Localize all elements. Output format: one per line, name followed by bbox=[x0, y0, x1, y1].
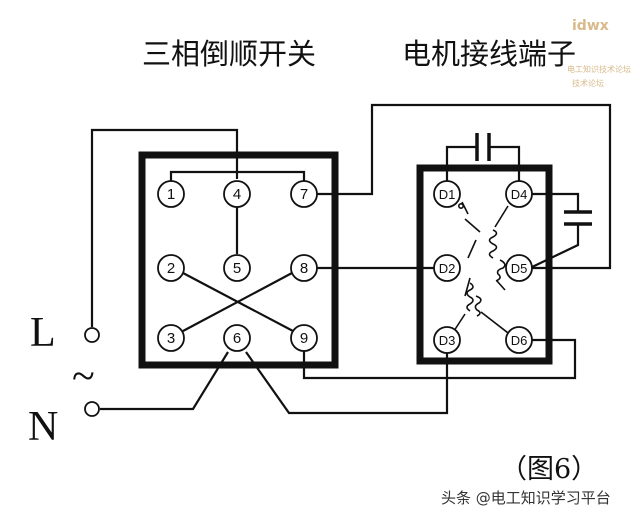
wire-cap-run bbox=[445, 145, 521, 182]
motor-terminals: D1 D4 D2 D5 D3 D6 bbox=[433, 180, 533, 354]
switch-terminal-6: 6 bbox=[223, 324, 251, 352]
N-terminal bbox=[84, 401, 100, 417]
svg-text:7: 7 bbox=[300, 186, 308, 203]
motor-terminal-D5: D5 bbox=[505, 254, 533, 282]
svg-text:1: 1 bbox=[167, 186, 175, 203]
svg-text:D1: D1 bbox=[439, 187, 456, 202]
watermark-line1: 电工知识技术论坛 bbox=[567, 64, 631, 74]
wire-cap-start bbox=[529, 192, 580, 269]
switch-box bbox=[138, 151, 339, 369]
start-capacitor bbox=[564, 210, 592, 226]
wire-6-D3 bbox=[245, 351, 449, 415]
svg-text:D2: D2 bbox=[439, 261, 456, 276]
run-capacitor bbox=[475, 133, 491, 161]
ac-tilde: ~ bbox=[72, 354, 95, 400]
switch-terminal-5: 5 bbox=[223, 254, 251, 282]
svg-text:6: 6 bbox=[233, 330, 241, 347]
label-L: L bbox=[30, 310, 56, 356]
wire-7-D5 bbox=[317, 103, 612, 270]
svg-text:3: 3 bbox=[167, 330, 175, 347]
svg-text:2: 2 bbox=[167, 260, 175, 277]
wires bbox=[90, 103, 612, 415]
svg-text:D3: D3 bbox=[439, 333, 456, 348]
svg-text:9: 9 bbox=[300, 330, 308, 347]
switch-terminal-4: 4 bbox=[223, 180, 251, 208]
svg-text:D6: D6 bbox=[511, 333, 528, 348]
motor-terminal-D1: D1 bbox=[433, 180, 461, 208]
wire-9-D6 bbox=[302, 338, 577, 380]
credit-line: 头条 @电工知识学习平台 bbox=[441, 489, 611, 507]
supply: L N ~ bbox=[28, 310, 100, 450]
figure-caption: （图6） bbox=[500, 454, 598, 485]
motor-terminal-title: 电机接线端子 bbox=[402, 37, 576, 71]
switch-terminal-2: 2 bbox=[157, 254, 185, 282]
svg-text:4: 4 bbox=[233, 186, 241, 203]
motor-terminal-box bbox=[416, 164, 553, 365]
switch-title: 三相倒顺开关 bbox=[142, 37, 316, 71]
switch-terminal-3: 3 bbox=[157, 324, 185, 352]
watermark-logo: idwx bbox=[572, 18, 609, 34]
motor-terminal-D3: D3 bbox=[433, 326, 461, 354]
switch-terminal-7: 7 bbox=[290, 180, 318, 208]
label-N: N bbox=[28, 404, 58, 450]
switch-terminal-8: 8 bbox=[290, 254, 318, 282]
motor-terminal-D4: D4 bbox=[505, 180, 533, 208]
motor-windings bbox=[451, 201, 513, 337]
L-terminal bbox=[84, 327, 100, 343]
wire-L bbox=[90, 128, 239, 327]
wire-8-3 bbox=[182, 272, 293, 332]
svg-text:8: 8 bbox=[300, 260, 308, 277]
switch-terminal-9: 9 bbox=[290, 324, 318, 352]
wire-N bbox=[100, 351, 229, 411]
svg-text:D5: D5 bbox=[511, 261, 528, 276]
motor-terminal-D6: D6 bbox=[505, 326, 533, 354]
watermark-line2: 技术论坛 bbox=[572, 78, 604, 88]
svg-text:5: 5 bbox=[233, 260, 241, 277]
watermark: idwx 电工知识技术论坛 技术论坛 bbox=[567, 18, 631, 88]
switch-terminal-1: 1 bbox=[157, 180, 185, 208]
motor-terminal-D2: D2 bbox=[433, 254, 461, 282]
svg-text:D4: D4 bbox=[511, 187, 528, 202]
switch-terminals: 1 4 7 2 5 8 3 6 9 bbox=[157, 180, 318, 352]
